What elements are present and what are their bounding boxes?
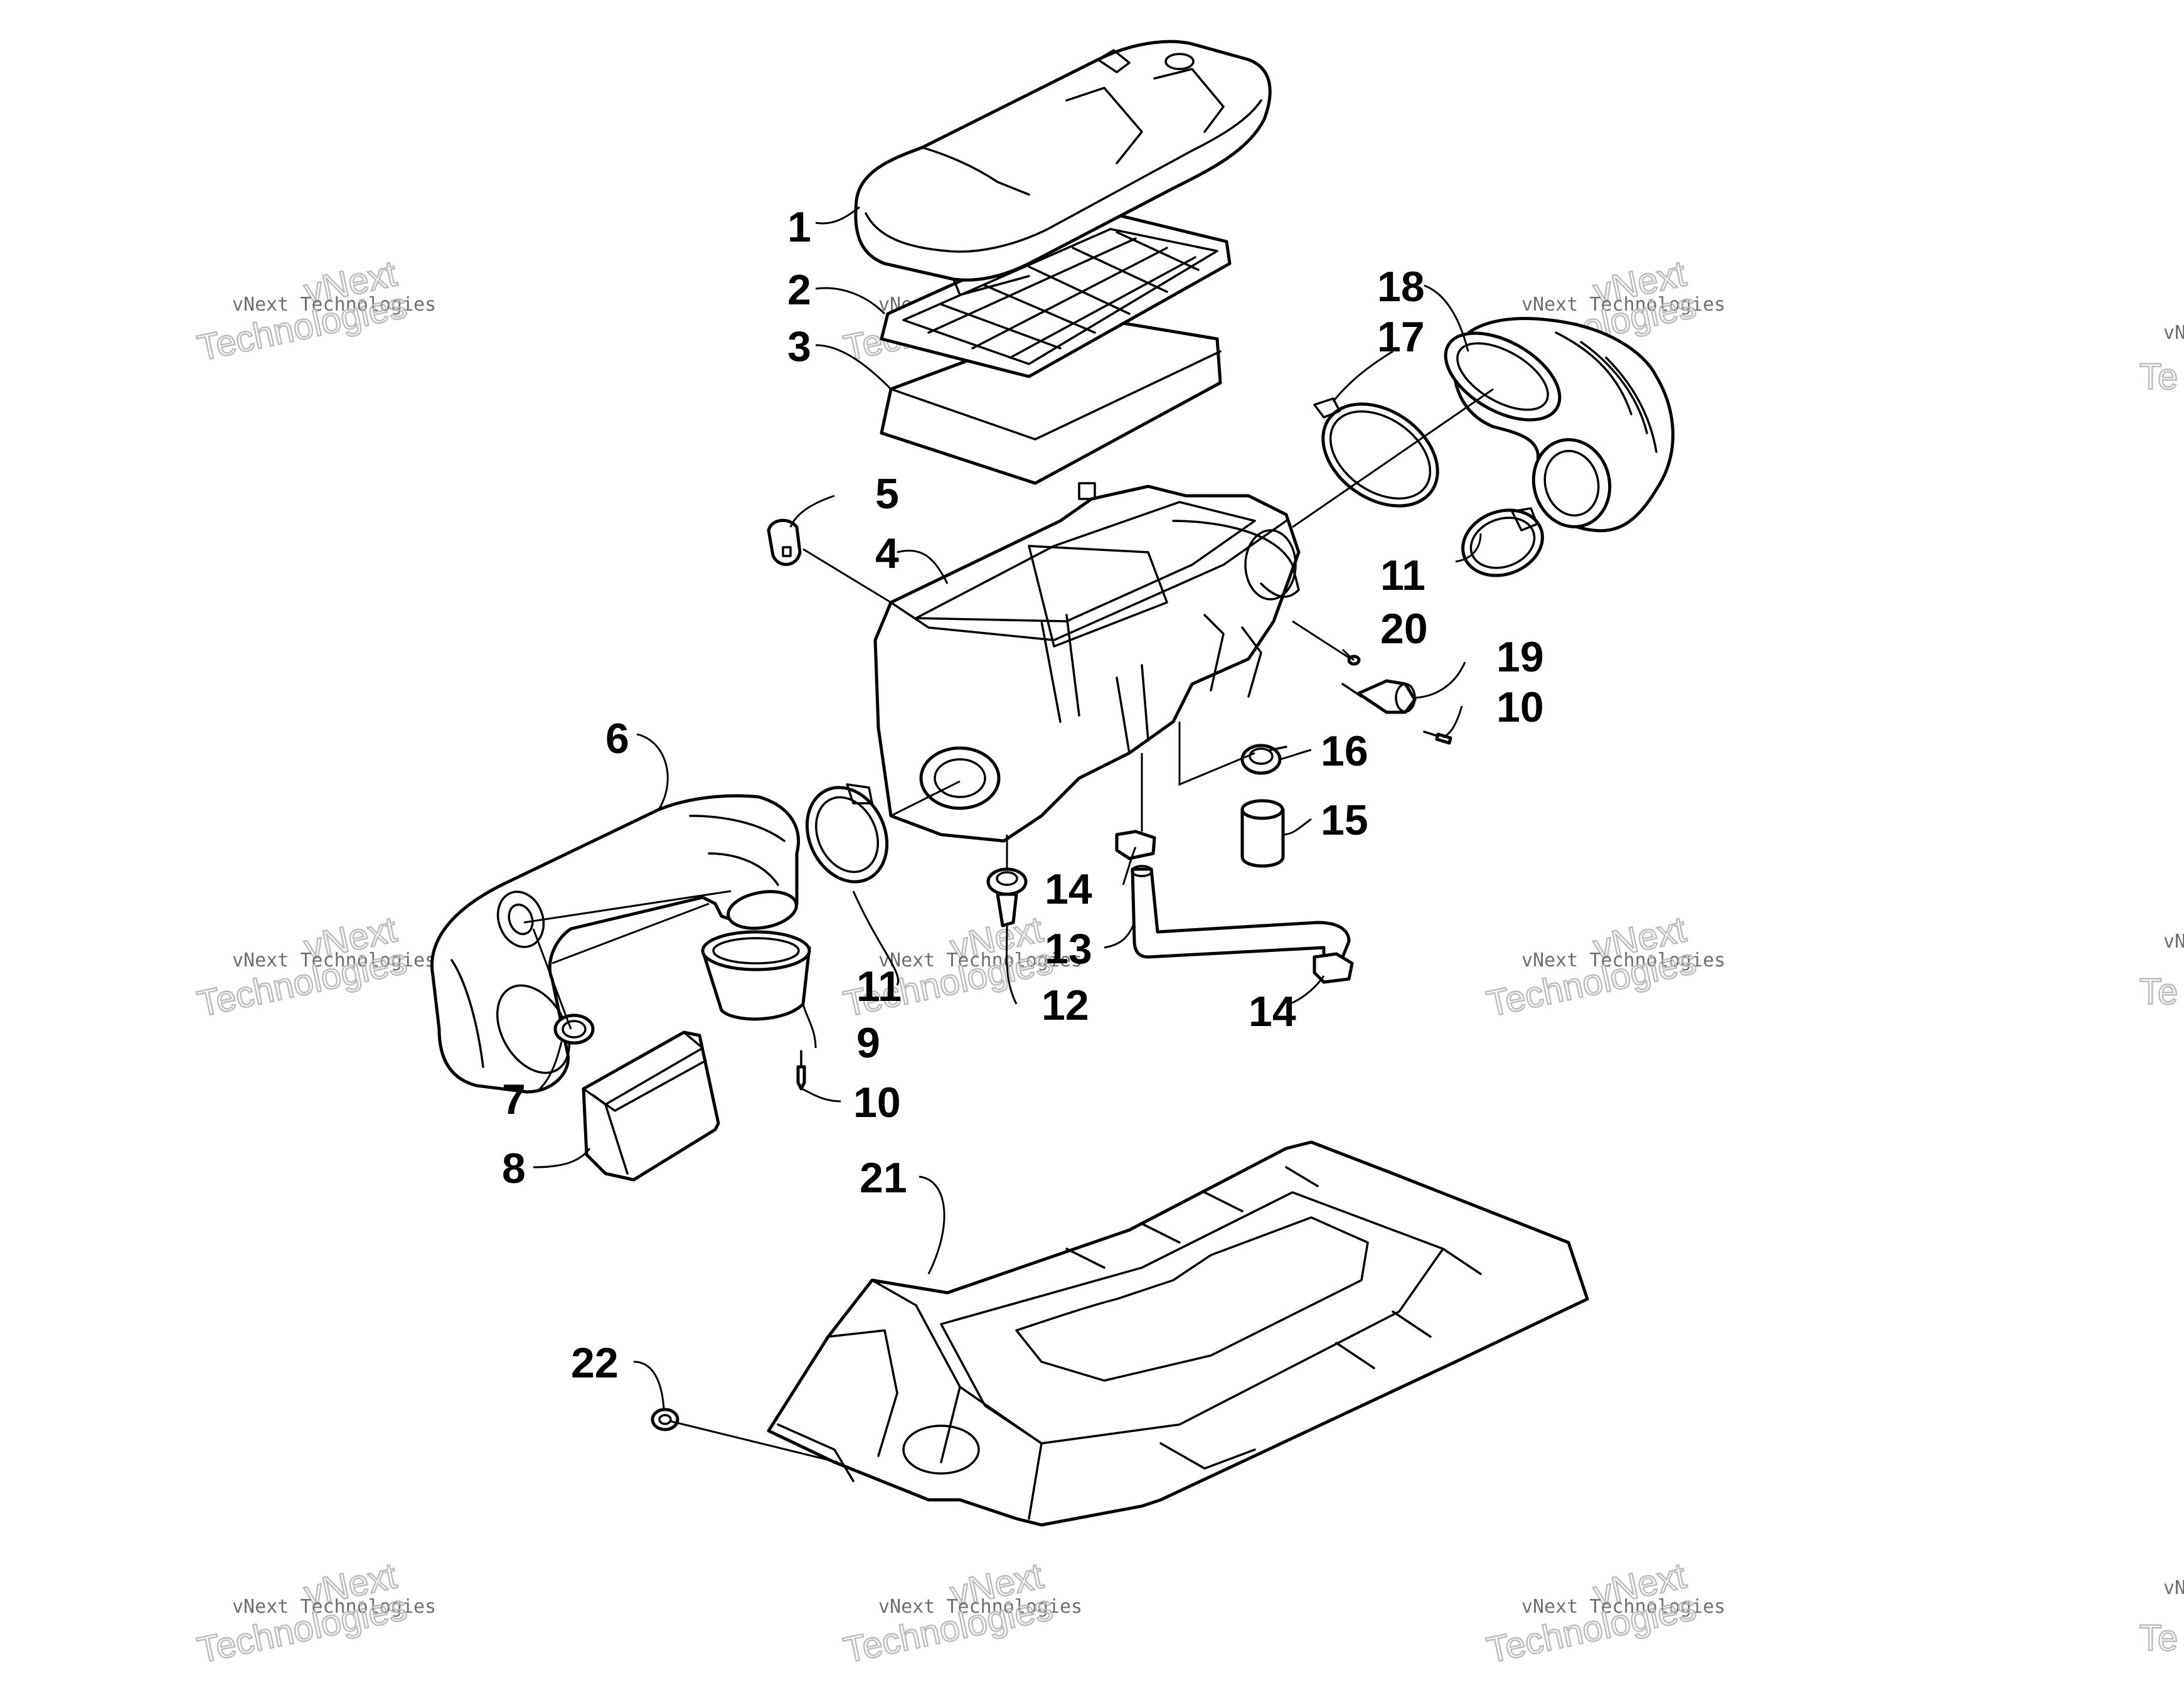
callout-21: 21 bbox=[860, 1154, 907, 1202]
watermark-mid-left: vNext vNext Technologies Technologies bbox=[193, 908, 436, 1025]
watermark-text: Te bbox=[2139, 356, 2178, 397]
screw-left-part bbox=[796, 1050, 806, 1091]
watermark-text: vNext Technologies bbox=[232, 949, 436, 971]
watermark-text: vNext Technologies bbox=[878, 1596, 1082, 1618]
fastener-part bbox=[651, 1408, 679, 1431]
callout-11-lower: 11 bbox=[856, 963, 902, 1010]
adapter-ring-part bbox=[701, 930, 811, 1021]
callouts: 1 2 3 4 5 6 7 8 9 10 10 11 11 12 13 14 1… bbox=[502, 203, 1544, 1387]
intake-tube-part bbox=[430, 794, 800, 1094]
callout-22: 22 bbox=[571, 1339, 619, 1387]
callout-18: 18 bbox=[1377, 263, 1425, 311]
callout-2: 2 bbox=[787, 266, 811, 314]
grommet-valve-part bbox=[986, 867, 1028, 928]
callout-13: 13 bbox=[1045, 925, 1092, 973]
watermark-bottom-left: vNext vNext Technologies Technologies bbox=[193, 1554, 436, 1672]
callout-1: 1 bbox=[787, 203, 811, 251]
callout-14-upper: 14 bbox=[1045, 865, 1092, 913]
watermark-text: Te bbox=[2139, 971, 2178, 1012]
watermark-mid-right: vNext vNext Technologies Technologies bbox=[1483, 908, 1725, 1025]
small-clamp-upper-part bbox=[1461, 507, 1544, 577]
watermark-text: vNext Technologies bbox=[232, 294, 436, 316]
callout-4: 4 bbox=[875, 530, 899, 577]
vent-hose-part bbox=[1131, 865, 1351, 966]
watermark-text: vNext Technologies bbox=[1521, 1596, 1725, 1618]
watermark-text: Te bbox=[2139, 1618, 2178, 1659]
callout-15: 15 bbox=[1321, 796, 1368, 844]
callout-5: 5 bbox=[875, 470, 899, 518]
watermark-text: vNext Technologies bbox=[1521, 294, 1725, 316]
watermark-text: vN bbox=[2163, 322, 2184, 344]
clip-part bbox=[767, 518, 802, 566]
watermark-text: vNext Technologies bbox=[232, 1596, 436, 1618]
intake-duct-boot-part bbox=[1444, 317, 1675, 533]
callout-17: 17 bbox=[1377, 313, 1425, 361]
callout-10-left: 10 bbox=[853, 1079, 901, 1126]
callout-6: 6 bbox=[605, 715, 629, 762]
airbox-body-part bbox=[873, 482, 1301, 843]
assembly-lines bbox=[523, 388, 1494, 1463]
callout-19: 19 bbox=[1496, 633, 1544, 681]
hose-clamp-lower-part bbox=[1313, 952, 1354, 984]
small-hose-clamp-part bbox=[1240, 744, 1287, 775]
callout-14-lower: 14 bbox=[1249, 988, 1296, 1035]
airbox-lid-part bbox=[854, 40, 1272, 296]
large-clamp-part bbox=[1313, 397, 1439, 508]
watermark-text: vN bbox=[2163, 931, 2184, 953]
small-clamp-lower-part bbox=[805, 783, 889, 884]
leader-lines bbox=[533, 206, 1482, 1409]
callout-9: 9 bbox=[856, 1019, 880, 1067]
watermark-text: vNext Technologies bbox=[1521, 949, 1725, 971]
belly-pan-part bbox=[767, 1140, 1589, 1527]
drain-valve-part bbox=[1341, 679, 1417, 714]
callout-7: 7 bbox=[502, 1076, 526, 1123]
drain-plug-part bbox=[1240, 799, 1285, 868]
watermark-bottom-right: vNext vNext Technologies Technologies bbox=[1483, 1554, 1725, 1672]
watermark-text: vN bbox=[2163, 1577, 2184, 1599]
callout-16: 16 bbox=[1321, 727, 1368, 775]
watermark-bottom-center: vNext vNext Technologies Technologies bbox=[839, 1554, 1082, 1672]
grommet-part bbox=[553, 1013, 595, 1045]
callout-12: 12 bbox=[1041, 981, 1089, 1029]
callout-8: 8 bbox=[502, 1145, 526, 1192]
hose-clamp-upper-part bbox=[1115, 830, 1156, 860]
callout-10-right: 10 bbox=[1496, 683, 1544, 731]
watermark-top-left: vNext vNext Technologies Technologies bbox=[193, 252, 436, 370]
screw-right-part bbox=[1423, 730, 1452, 745]
silencer-box-part bbox=[582, 1030, 720, 1182]
watermark-text: vNext Technologies bbox=[878, 949, 1082, 971]
callout-20: 20 bbox=[1380, 605, 1428, 653]
callout-11-upper: 11 bbox=[1380, 552, 1425, 599]
callout-3: 3 bbox=[787, 323, 811, 370]
